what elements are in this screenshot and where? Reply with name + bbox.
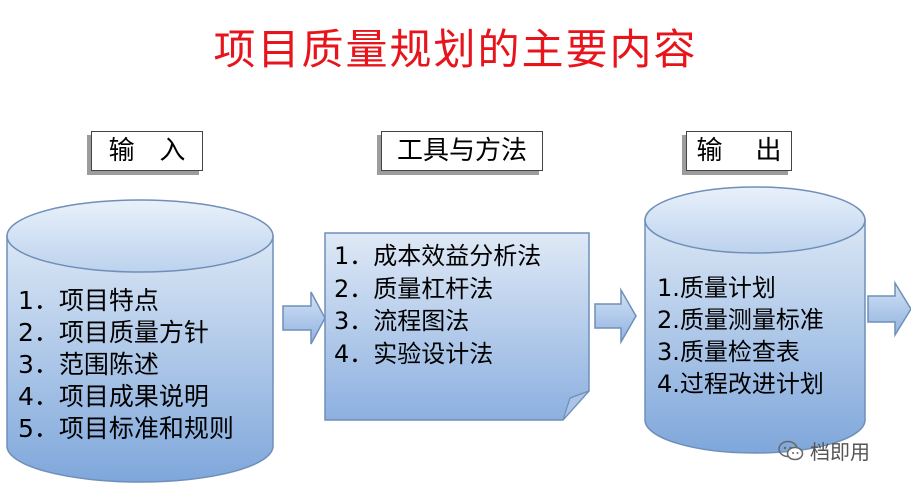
input-item: 5．项目标准和规则 [18, 414, 234, 443]
tools-label: 工具与方法 [381, 131, 543, 171]
output-item: 2.质量测量标准 [657, 306, 824, 334]
output-item: 4.过程改进计划 [657, 370, 824, 398]
input-item: 2．项目质量方针 [18, 318, 209, 347]
note-fold-icon [562, 390, 590, 421]
input-cylinder [6, 199, 274, 483]
watermark: 档即用 [778, 436, 870, 465]
output-cylinder [644, 186, 866, 454]
tools-item: 1．成本效益分析法 [334, 242, 542, 270]
arrow-3-icon [867, 280, 911, 338]
arrow-1-icon [282, 291, 326, 345]
arrow-2-icon [594, 287, 637, 345]
tools-item: 4．实验设计法 [334, 339, 494, 368]
input-label: 输 入 [91, 131, 203, 171]
input-item: 4．项目成果说明 [18, 382, 209, 411]
output-list: 1.质量计划 2.质量测量标准 3.质量检查表 4.过程改进计划 [657, 272, 824, 400]
tools-item: 2．质量杠杆法 [334, 274, 494, 303]
page-title: 项目质量规划的主要内容 [213, 25, 698, 74]
output-item: 3.质量检查表 [657, 338, 800, 366]
input-list: 1．项目特点 2．项目质量方针 3．范围陈述 4．项目成果说明 5．项目标准和规则 [18, 285, 234, 445]
watermark-text: 档即用 [810, 440, 870, 464]
wechat-icon [778, 440, 804, 460]
input-item: 3．范围陈述 [18, 350, 159, 379]
output-label: 输 出 [686, 131, 792, 171]
tools-item: 3．流程图法 [334, 307, 470, 335]
input-item: 1．项目特点 [18, 286, 159, 315]
tools-list: 1．成本效益分析法 2．质量杠杆法 3．流程图法 4．实验设计法 [334, 240, 541, 370]
output-item: 1.质量计划 [657, 274, 776, 302]
